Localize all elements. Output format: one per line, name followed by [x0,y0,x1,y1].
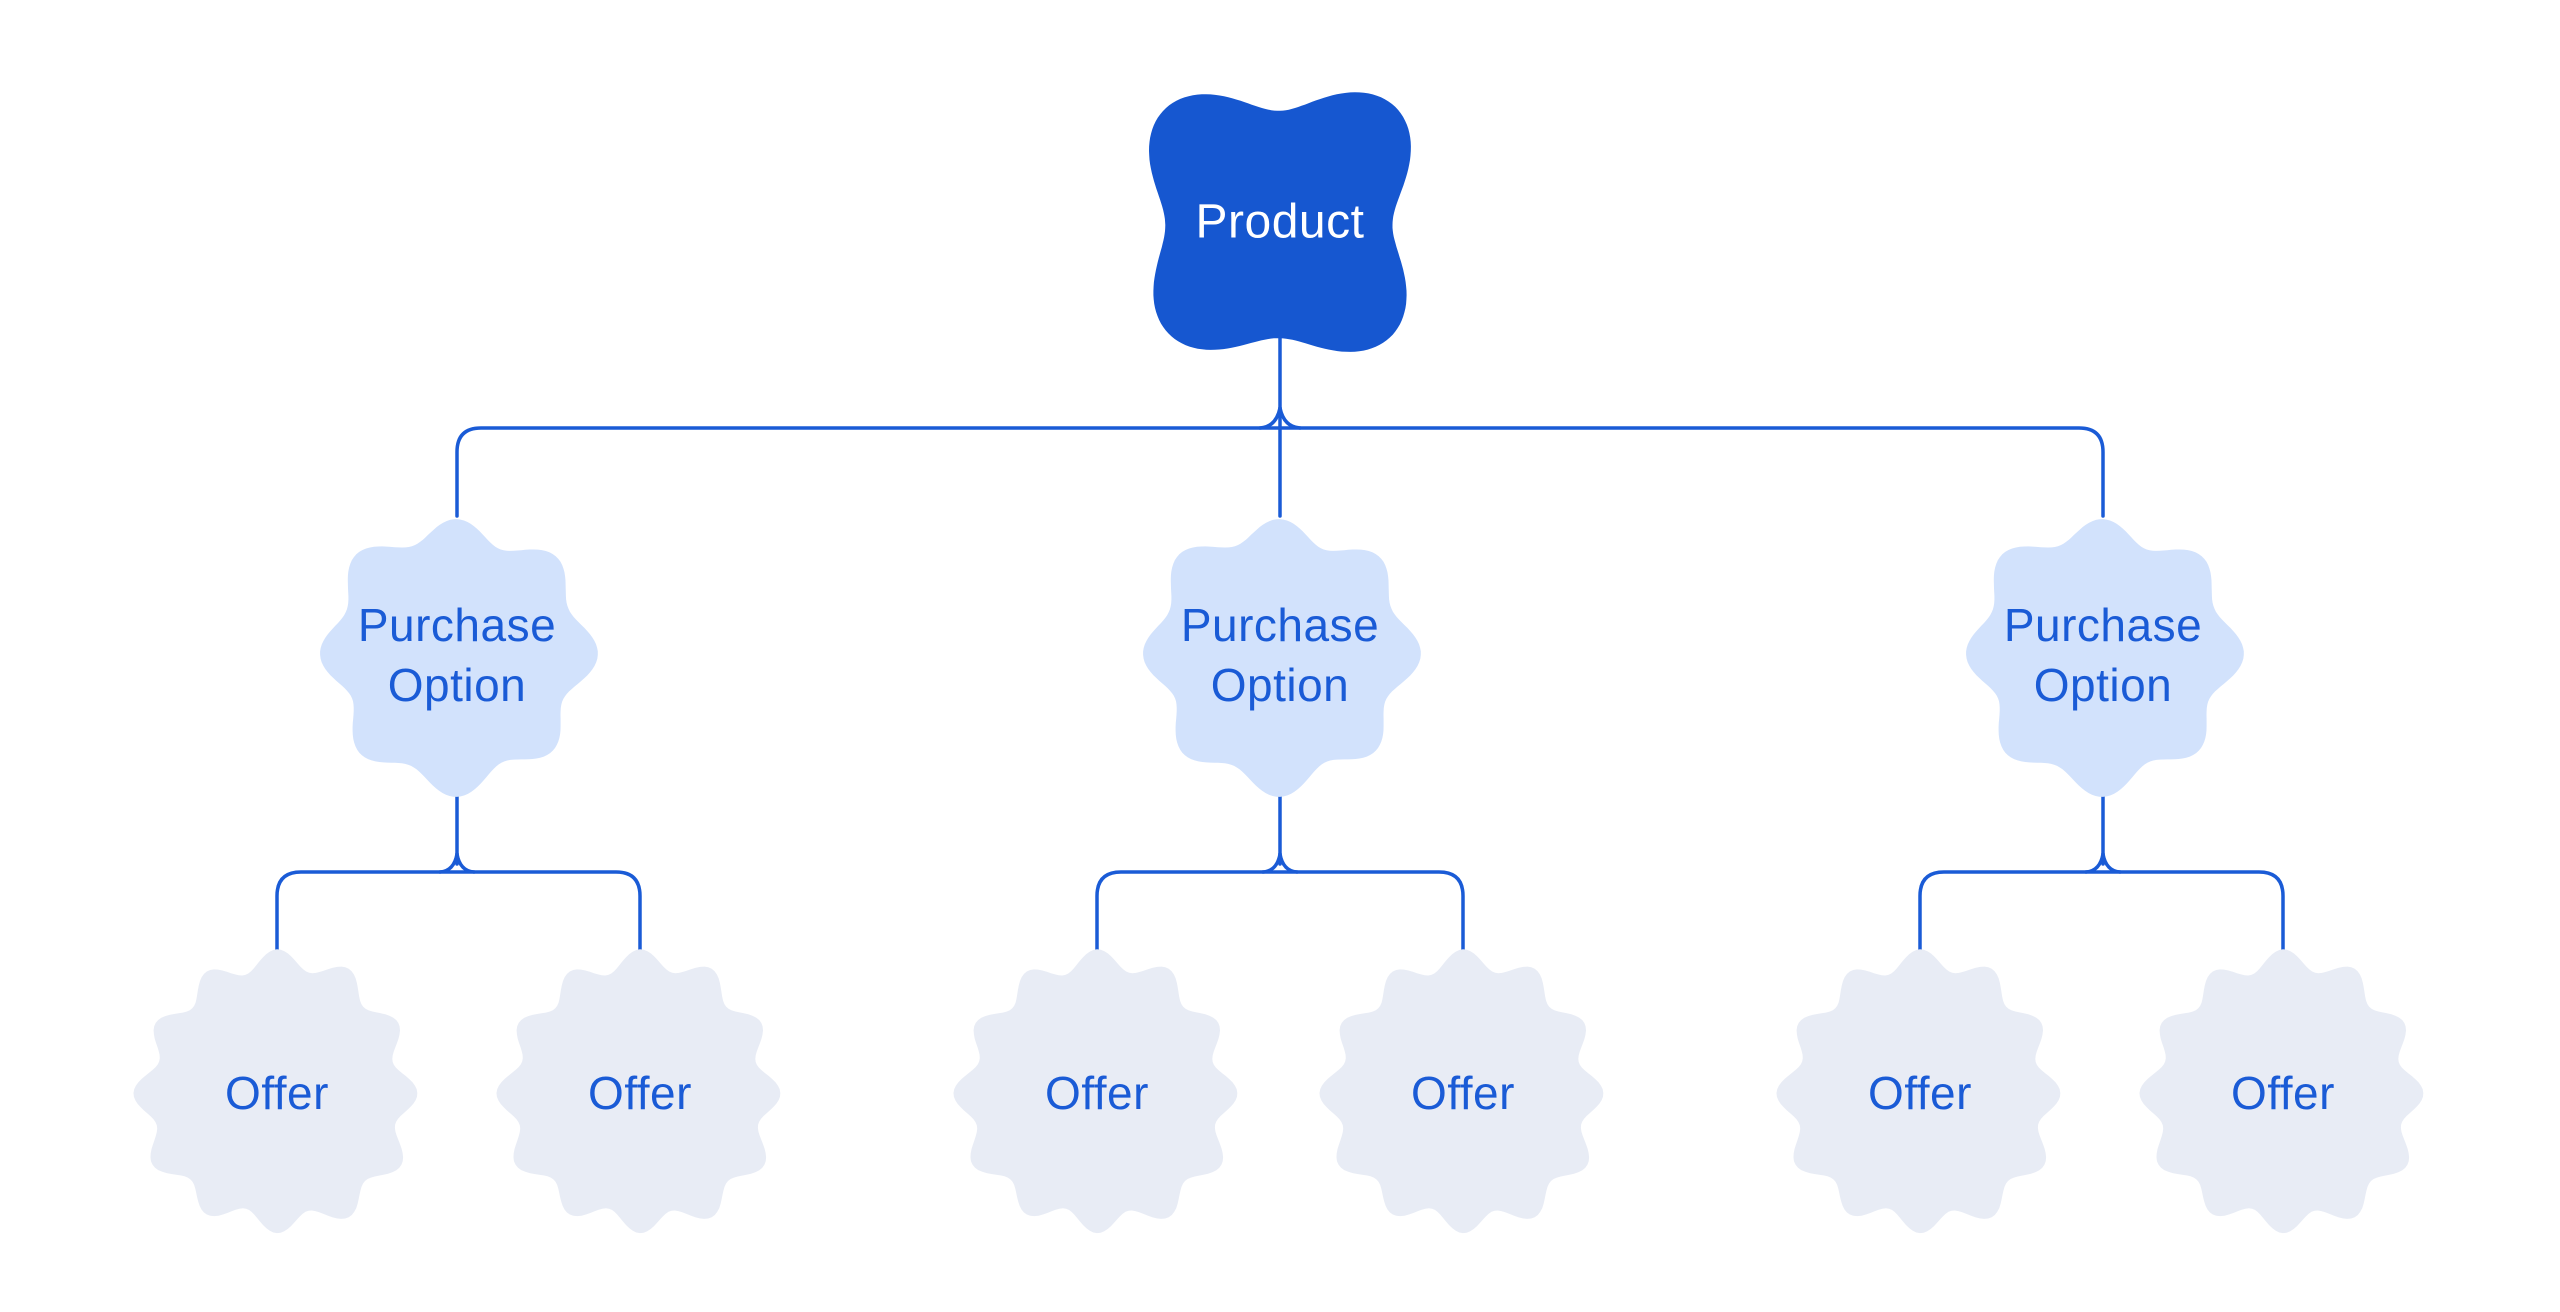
offer-label: Offer [1045,1067,1149,1119]
offer-blob-shape [133,949,418,1234]
node-offer-3b: Offer [2133,943,2433,1243]
purchase-option-blob-shape [1966,519,2244,797]
connector-product-rail [455,426,2105,518]
connector-product-rail-fillet-right [1278,406,1302,430]
offer-blob-shape [2139,949,2424,1234]
connector-option3-fillet-left [2084,852,2105,874]
node-purchase-option-2: Purchase Option [1130,505,1430,805]
connector-option3-rail [1918,870,2285,953]
connector-option1-rail [275,870,642,953]
offer-label: Offer [1411,1067,1515,1119]
connector-product-rail-fillet-left [1258,406,1282,430]
offer-label: Offer [225,1067,329,1119]
purchase-option-label: Purchase Option [2003,599,2203,711]
offer-blob-shape [953,949,1238,1234]
node-offer-2a: Offer [947,943,1247,1243]
purchase-option-label: Purchase Option [1180,599,1380,711]
node-purchase-option-1: Purchase Option [307,505,607,805]
connector-option1-fillet-left [438,852,459,874]
purchase-option-blob-shape [1143,519,1421,797]
connector-option1-fillet-right [455,852,476,874]
connector-option2-fillet-left [1261,852,1282,874]
offer-label: Offer [2231,1067,2335,1119]
node-offer-1a: Offer [127,943,427,1243]
offer-label: Offer [588,1067,692,1119]
offer-blob-shape [1776,949,2061,1234]
offer-blob-shape [1319,949,1604,1234]
connector-option2-fillet-right [1278,852,1299,874]
connector-option3-fillet-right [2101,852,2122,874]
offer-label: Offer [1868,1067,1972,1119]
connector-option2-rail [1095,870,1465,953]
node-product: Product [1110,52,1450,392]
product-label: Product [1195,195,1365,249]
node-offer-3a: Offer [1770,943,2070,1243]
node-offer-2b: Offer [1313,943,1613,1243]
purchase-option-label: Purchase Option [357,599,557,711]
product-blob-shape [1149,92,1411,352]
purchase-option-blob-shape [320,519,598,797]
offer-blob-shape [496,949,781,1234]
node-purchase-option-3: Purchase Option [1953,505,2253,805]
node-offer-1b: Offer [490,943,790,1243]
